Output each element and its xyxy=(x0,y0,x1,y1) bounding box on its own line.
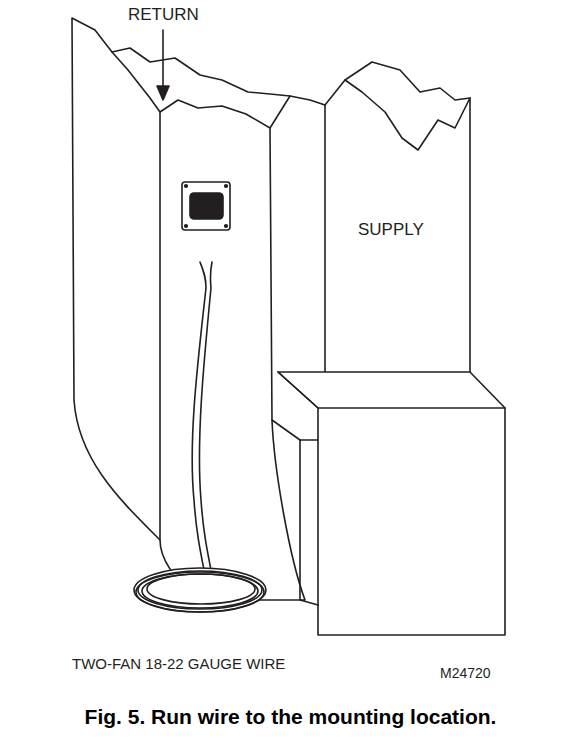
return-duct xyxy=(72,18,305,600)
box-edge xyxy=(300,440,318,605)
duct-top-edge xyxy=(345,62,470,100)
duct-edge xyxy=(159,112,161,540)
furnace-box xyxy=(278,372,505,635)
wire xyxy=(199,262,212,575)
box-edge xyxy=(278,372,505,408)
sensor-plate xyxy=(182,182,230,230)
sensor-window xyxy=(190,193,223,219)
duct-top-edge xyxy=(270,96,325,128)
figure-number: M24720 xyxy=(440,666,491,681)
screw-hole xyxy=(185,185,188,188)
duct-label: SUPPLY xyxy=(358,221,424,240)
wire-coil xyxy=(134,568,266,612)
duct-top-edge xyxy=(112,48,290,96)
wire-label: TWO-FAN 18-22 GAUGE WIRE xyxy=(72,656,285,673)
screw-hole xyxy=(225,225,228,228)
screw-hole xyxy=(185,225,188,228)
figure-caption: Fig. 5. Run wire to the mounting locatio… xyxy=(85,704,497,729)
box-edge xyxy=(272,420,318,440)
arrow-head xyxy=(157,86,169,100)
duct-label: RETURN xyxy=(128,6,199,25)
pointer-arrow xyxy=(162,30,164,92)
supply-duct xyxy=(325,80,470,405)
screw-hole xyxy=(225,185,228,188)
